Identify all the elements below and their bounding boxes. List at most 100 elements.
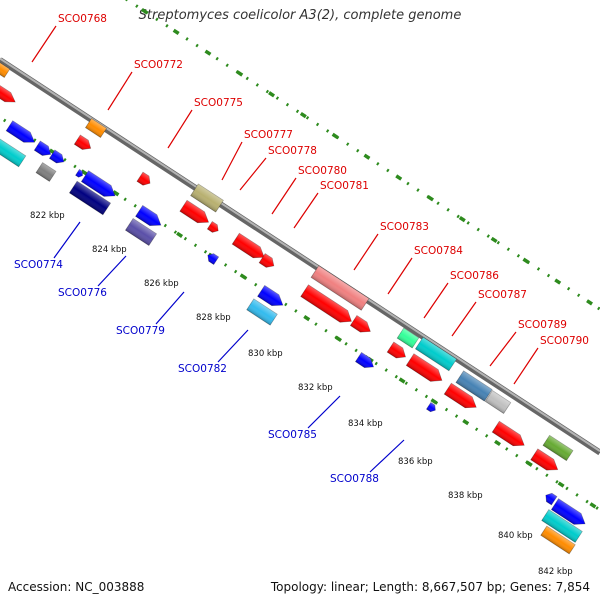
gene-feature[interactable]	[135, 204, 165, 230]
gene-label-reverse[interactable]: SCO0782	[178, 363, 227, 375]
track-tick	[331, 132, 339, 140]
callout-line	[387, 257, 413, 295]
gene-feature[interactable]	[68, 180, 112, 216]
gene-shading	[125, 218, 157, 246]
gene-feature[interactable]	[491, 420, 528, 450]
gene-label-reverse[interactable]: SCO0776	[58, 287, 107, 299]
scale-label: 840 kbp	[498, 531, 533, 541]
backbone-line	[0, 57, 600, 456]
gene-shading	[311, 265, 369, 311]
gene-label-forward[interactable]: SCO0772	[134, 59, 183, 71]
gene-label-reverse[interactable]: SCO0779	[116, 325, 165, 337]
genome-backbone	[0, 57, 600, 456]
gene-features	[0, 62, 588, 555]
gene-feature[interactable]	[396, 327, 420, 349]
dotted-tracks	[0, 0, 600, 512]
gene-feature[interactable]	[425, 401, 437, 413]
gene-feature[interactable]	[5, 120, 38, 147]
gene-shading	[246, 298, 278, 326]
gene-shading	[0, 62, 10, 78]
gene-feature[interactable]	[530, 448, 562, 475]
gene-feature[interactable]	[258, 253, 277, 271]
gene-shading	[257, 285, 283, 306]
gene-feature[interactable]	[484, 390, 512, 414]
scale-label: 834 kbp	[348, 419, 383, 429]
gene-feature[interactable]	[310, 265, 370, 311]
gene-label-forward[interactable]: SCO0789	[518, 319, 567, 331]
gene-feature[interactable]	[179, 199, 212, 227]
callout-line	[217, 329, 249, 363]
callout-line	[423, 282, 449, 319]
callout-line	[31, 25, 57, 63]
track-tick	[80, 169, 88, 176]
gene-label-reverse[interactable]: SCO0774	[14, 259, 63, 271]
gene-feature[interactable]	[75, 168, 85, 178]
gene-label-forward[interactable]: SCO0775	[194, 97, 243, 109]
gene-shading	[81, 170, 116, 197]
gene-feature[interactable]	[136, 171, 153, 188]
gene-feature[interactable]	[405, 353, 445, 387]
gene-label-reverse[interactable]: SCO0788	[330, 473, 379, 485]
scale-label: 830 kbp	[248, 349, 283, 359]
gene-feature[interactable]	[349, 315, 373, 337]
gene-label-forward[interactable]: SCO0777	[244, 129, 293, 141]
gene-label-forward[interactable]: SCO0790	[540, 335, 589, 347]
gene-label-forward[interactable]: SCO0778	[268, 145, 317, 157]
callout-line	[221, 141, 243, 181]
track-tick	[140, 7, 148, 15]
gene-label-forward[interactable]: SCO0780	[298, 165, 347, 177]
gene-shading	[207, 253, 219, 265]
gene-feature[interactable]	[300, 284, 356, 327]
gene-feature[interactable]	[80, 170, 118, 202]
gene-feature[interactable]	[231, 232, 268, 262]
gene-feature[interactable]	[190, 183, 224, 213]
callout-line	[239, 157, 267, 191]
track-tick	[557, 481, 565, 488]
gene-feature[interactable]	[414, 336, 458, 372]
gene-shading	[492, 421, 525, 446]
gene-feature[interactable]	[205, 251, 220, 265]
gene-shading	[350, 315, 371, 333]
gene-shading	[232, 233, 265, 258]
gene-feature[interactable]	[35, 162, 57, 182]
gene-label-reverse[interactable]: SCO0785	[268, 429, 317, 441]
gene-shading	[179, 200, 209, 223]
track-tick	[525, 460, 533, 467]
gene-shading	[455, 370, 493, 402]
gene-shading	[355, 352, 374, 368]
track-tick	[522, 257, 530, 264]
gene-feature[interactable]	[0, 84, 18, 106]
gene-feature[interactable]	[84, 117, 108, 139]
gene-feature[interactable]	[0, 136, 27, 168]
gene-feature[interactable]	[443, 382, 480, 412]
gene-label-forward[interactable]: SCO0783	[380, 221, 429, 233]
gene-shading	[6, 120, 35, 143]
gene-feature[interactable]	[386, 341, 409, 362]
gene-feature[interactable]	[542, 434, 574, 462]
gene-feature[interactable]	[550, 498, 588, 530]
gene-shading	[545, 493, 557, 505]
gene-feature[interactable]	[246, 298, 278, 326]
gene-feature[interactable]	[455, 370, 493, 402]
gene-feature[interactable]	[206, 221, 220, 234]
gene-feature[interactable]	[540, 525, 576, 555]
track-tick	[239, 273, 247, 280]
callout-line	[107, 71, 133, 111]
gene-feature[interactable]	[73, 134, 93, 153]
gene-label-forward[interactable]: SCO0787	[478, 289, 527, 301]
gene-feature[interactable]	[257, 284, 287, 310]
gene-label-forward[interactable]: SCO0781	[320, 180, 369, 192]
gene-feature[interactable]	[33, 140, 53, 159]
gene-feature[interactable]	[0, 62, 11, 78]
gene-label-forward[interactable]: SCO0784	[414, 245, 463, 257]
gene-feature[interactable]	[124, 217, 158, 247]
gene-feature[interactable]	[48, 149, 66, 166]
gene-feature[interactable]	[354, 351, 376, 371]
gene-label-forward[interactable]: SCO0786	[450, 270, 499, 282]
genome-title: Streptomyces coelicolor A3(2), complete …	[138, 8, 462, 23]
gene-shading	[0, 85, 16, 103]
gene-callouts: SCO0768SCO0772SCO0775SCO0777SCO0778SCO07…	[14, 13, 589, 485]
gene-feature[interactable]	[543, 491, 558, 506]
gene-feature[interactable]	[541, 509, 583, 543]
gene-label-forward[interactable]: SCO0768	[58, 13, 107, 25]
